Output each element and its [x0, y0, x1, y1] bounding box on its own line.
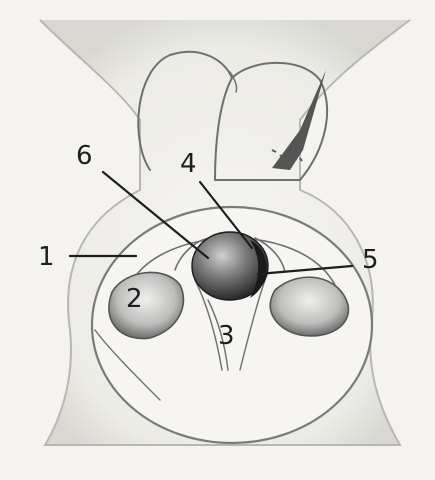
label-4: 4	[180, 149, 197, 179]
label-1: 1	[38, 242, 55, 272]
label-2: 2	[126, 284, 143, 314]
label-3: 3	[218, 321, 235, 351]
right-fold	[270, 277, 348, 336]
label-6: 6	[76, 141, 93, 171]
label-5: 5	[362, 245, 379, 275]
